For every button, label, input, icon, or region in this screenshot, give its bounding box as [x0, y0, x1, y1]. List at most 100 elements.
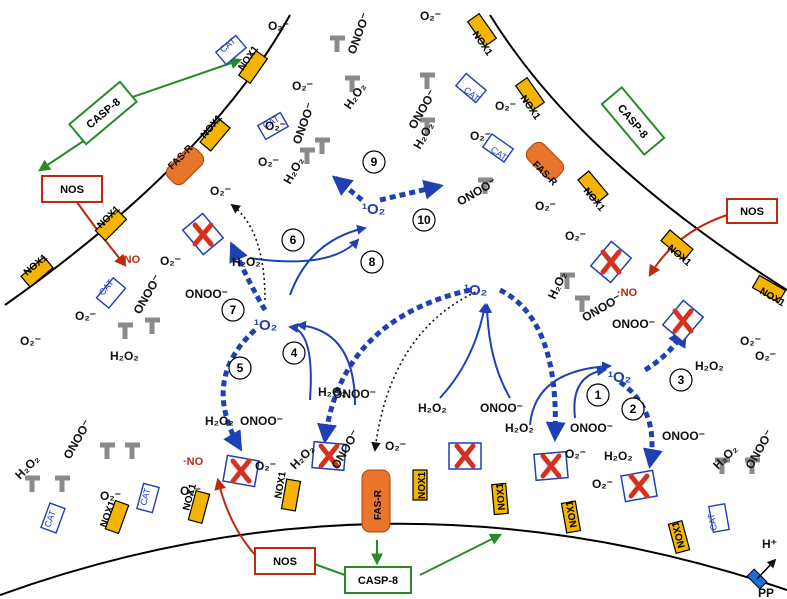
nox1-label: NOX1 [564, 499, 580, 528]
peroxynitrite-label: ONOO⁻ [290, 101, 318, 146]
h2o2-label: H₂O₂ [341, 80, 369, 112]
h2o2-label: H₂O₂ [110, 349, 139, 363]
peroxynitrite-label: ONOO⁻ [480, 401, 523, 415]
superoxide-label: O₂⁻ [100, 489, 121, 503]
step-number: 8 [369, 255, 376, 269]
nos-box-bottom-text: NOS [273, 556, 297, 568]
h2o2-label: H₂O₂ [280, 155, 306, 187]
superoxide-label: O₂⁻ [495, 99, 516, 113]
proton-label: H⁺ [762, 537, 777, 551]
h2o2-label: H₂O₂ [318, 385, 347, 399]
cat-label: CAT [706, 512, 719, 531]
h2o2-label: H₂O₂ [710, 442, 740, 472]
peroxynitrite-label: ONOO⁻ [130, 272, 164, 316]
peroxynitrite-label: ONOO⁻ [570, 421, 613, 435]
casp-arrow-bottom-2 [419, 533, 503, 576]
step-number: 6 [290, 233, 297, 247]
nos-box-left: NOS [41, 175, 103, 203]
h2o2-label: H₂O₂ [695, 359, 724, 373]
peroxynitrite-label: ONOO⁻ [612, 317, 655, 331]
superoxide-label: O₂⁻ [160, 254, 181, 268]
peroxynitrite-label: ONOO⁻ [333, 387, 376, 401]
step-circle [282, 341, 306, 365]
h2o2-label: H₂O₂ [205, 414, 234, 428]
casp8-box-right: CASP-8 [600, 85, 666, 157]
cat-label: CAT [138, 487, 152, 507]
dotted-2 [618, 379, 663, 469]
superoxide-label: O₂⁻ [265, 119, 286, 133]
no-radical-label: ·NO [617, 287, 638, 299]
pp-label: PP [758, 586, 774, 599]
superoxide-label: O₂⁻ [565, 447, 586, 461]
step-circle [362, 150, 386, 174]
arrow-4b [296, 320, 356, 406]
h2o2-label: H₂O₂ [505, 421, 534, 435]
step-circle [621, 397, 645, 421]
nos-box-left-text: NOS [60, 184, 84, 196]
cat-group [40, 34, 730, 534]
singlet-oxygen-label: ¹O₂ [254, 317, 277, 334]
step-number: 7 [230, 303, 237, 317]
superoxide-label: O₂⁻ [385, 439, 406, 453]
nox1-label: NOX1 [273, 470, 289, 499]
fasr-label: FAS-R [373, 489, 384, 520]
h2o2-label: H₂O₂ [604, 449, 633, 463]
crossed-receptors [181, 212, 705, 503]
dotted-to-10 [379, 179, 444, 203]
superoxide-label: O₂⁻ [210, 184, 231, 198]
fasr-group [165, 141, 565, 533]
arrow-center-b [482, 303, 511, 399]
superoxide-label: O₂⁻ [258, 155, 279, 169]
step-circle [586, 383, 610, 407]
nox1-label: NOX1 [417, 471, 428, 499]
dotted-7 [229, 241, 268, 312]
superoxide-label: O₂⁻ [565, 229, 586, 243]
peroxynitrite-label: ONOO⁻ [742, 427, 776, 471]
arrow-4a [288, 323, 312, 401]
nos-arrow-bottom [214, 477, 261, 561]
dotted-to-9 [331, 175, 364, 202]
membrane-bottom [0, 522, 787, 596]
peroxynitrite-label: ONOO⁻ [240, 414, 283, 428]
superoxide-label: O₂⁻ [592, 477, 613, 491]
dotted-5 [220, 328, 257, 452]
step-number: 4 [291, 346, 298, 360]
step-circle [281, 228, 305, 252]
step-circle [221, 298, 245, 322]
arrow-8 [289, 224, 367, 296]
peroxynitrite-label: ONOO⁻ [185, 287, 228, 301]
nox1-group [20, 12, 787, 555]
step-number: 9 [371, 155, 378, 169]
peroxynitrite-label: ONOO⁻ [662, 429, 705, 443]
arrow-6 [249, 238, 360, 263]
step-number: 2 [630, 402, 637, 416]
h2o2-label: H₂O₂ [232, 255, 261, 269]
casp8-box-left: CASP-8 [67, 80, 139, 146]
dotted-fasr-lower [371, 289, 481, 452]
singlet-oxygen-label: ¹O₂ [608, 369, 631, 386]
singlet-oxygen-label: ¹O₂ [362, 201, 385, 218]
superoxide-label: O₂⁻ [75, 309, 96, 323]
dotted-to-bottom-x [317, 287, 471, 444]
superoxide-label: O₂⁻ [740, 334, 761, 348]
inhibitor-group [25, 35, 760, 492]
step-number: 5 [237, 361, 244, 375]
step-circle [228, 356, 252, 380]
arrow-1b [573, 366, 607, 419]
superoxide-label: O₂⁻ [20, 334, 41, 348]
nox1-label: NOX1 [495, 482, 508, 511]
no-radical-label: ·NO [183, 456, 204, 468]
superoxide-label: O₂⁻ [470, 129, 491, 143]
nos-box-right: NOS [726, 198, 778, 224]
h2o2-label: H₂O₂ [418, 401, 447, 415]
nos-box-right-text: NOS [740, 206, 764, 218]
no-radical-label: ·NO [120, 254, 141, 266]
superoxide-label: O₂⁻ [755, 349, 776, 363]
peroxynitrite-label: ONOO⁻ [60, 417, 94, 461]
superoxide-label: O₂⁻ [268, 19, 289, 33]
step-number: 1 [595, 388, 602, 402]
membrane-right [489, 14, 787, 291]
step-circle [360, 250, 384, 274]
